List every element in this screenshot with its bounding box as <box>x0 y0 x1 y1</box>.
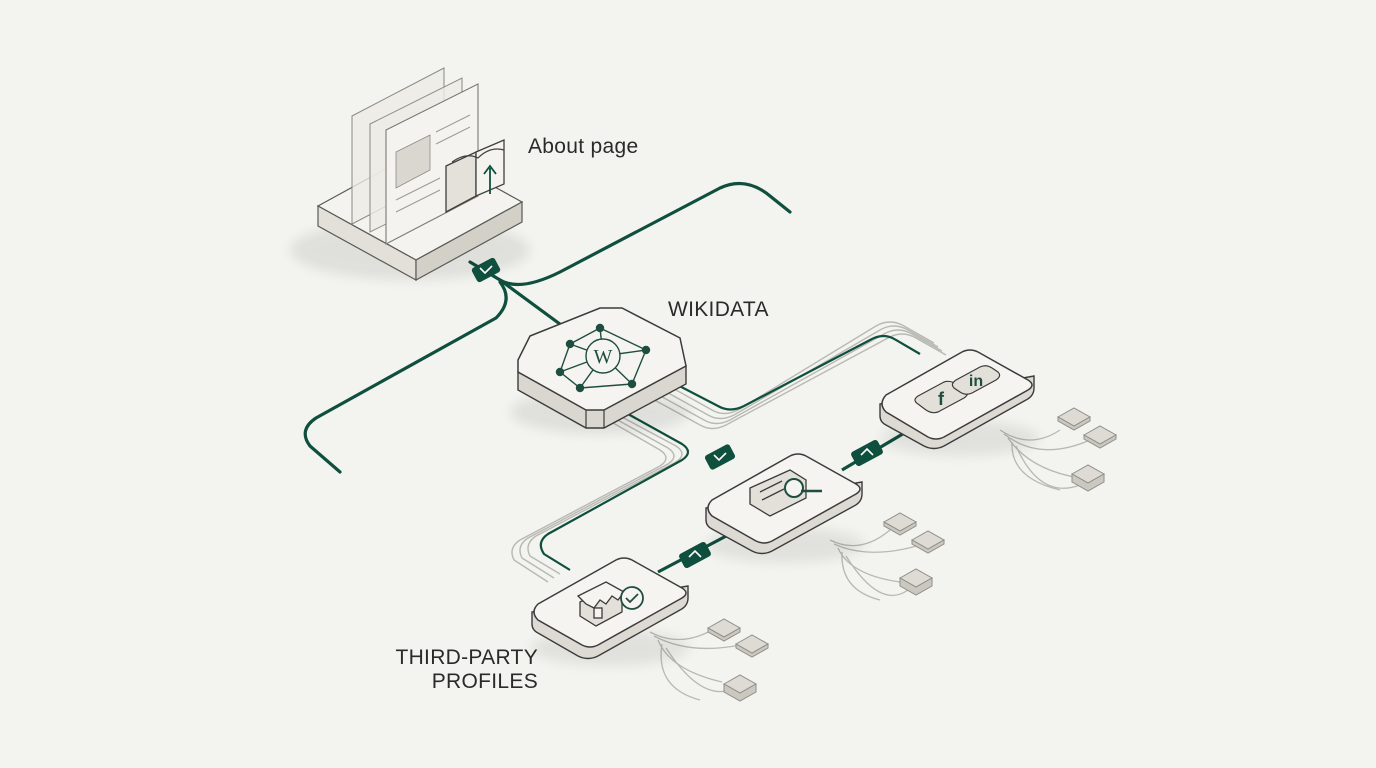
store-leaf-2 <box>734 634 770 658</box>
social-leaf-3 <box>1070 464 1106 492</box>
store-leaf-1 <box>706 618 742 642</box>
connector-search-top <box>704 444 736 470</box>
wikidata-node[interactable]: W <box>510 307 690 434</box>
wikidata-to-store-wires <box>511 415 683 583</box>
about-page-node[interactable] <box>290 67 530 282</box>
store-leaf-3 <box>722 674 758 702</box>
facebook-linkedin-icon: f in <box>914 365 1001 414</box>
svg-text:f: f <box>938 389 945 409</box>
svg-text:in: in <box>969 373 983 390</box>
wikidata-to-store-main-wire <box>539 413 690 571</box>
social-leaf-1 <box>1056 407 1092 431</box>
wikidata-label: WIKIDATA <box>668 298 769 321</box>
social-profiles-node[interactable]: f in <box>879 349 1040 456</box>
check-chevron-icon <box>471 257 883 569</box>
document-search-icon <box>749 469 822 517</box>
third-party-profiles-label: THIRD-PARTY PROFILES <box>395 646 538 693</box>
left-branch-line <box>303 280 508 474</box>
top-branch-line <box>498 181 792 287</box>
search-leaf-2 <box>910 530 946 554</box>
leaf-cards <box>706 407 1118 702</box>
connector-about <box>471 257 501 283</box>
search-leaf-1 <box>882 512 918 536</box>
book-upload-icon <box>445 139 505 214</box>
connector-social <box>851 439 883 467</box>
search-profiles-node[interactable] <box>705 453 865 563</box>
about-page-label: About page <box>528 135 639 158</box>
store-profiles-node[interactable] <box>530 557 690 666</box>
verified-store-icon <box>576 581 644 627</box>
wikipedia-network-icon: W <box>555 323 651 393</box>
svg-text:W: W <box>594 346 613 368</box>
connector-store <box>679 541 711 569</box>
search-leaf-3 <box>898 568 934 596</box>
wikidata-to-social-main-wire <box>663 334 921 411</box>
social-leaf-2 <box>1082 425 1118 449</box>
